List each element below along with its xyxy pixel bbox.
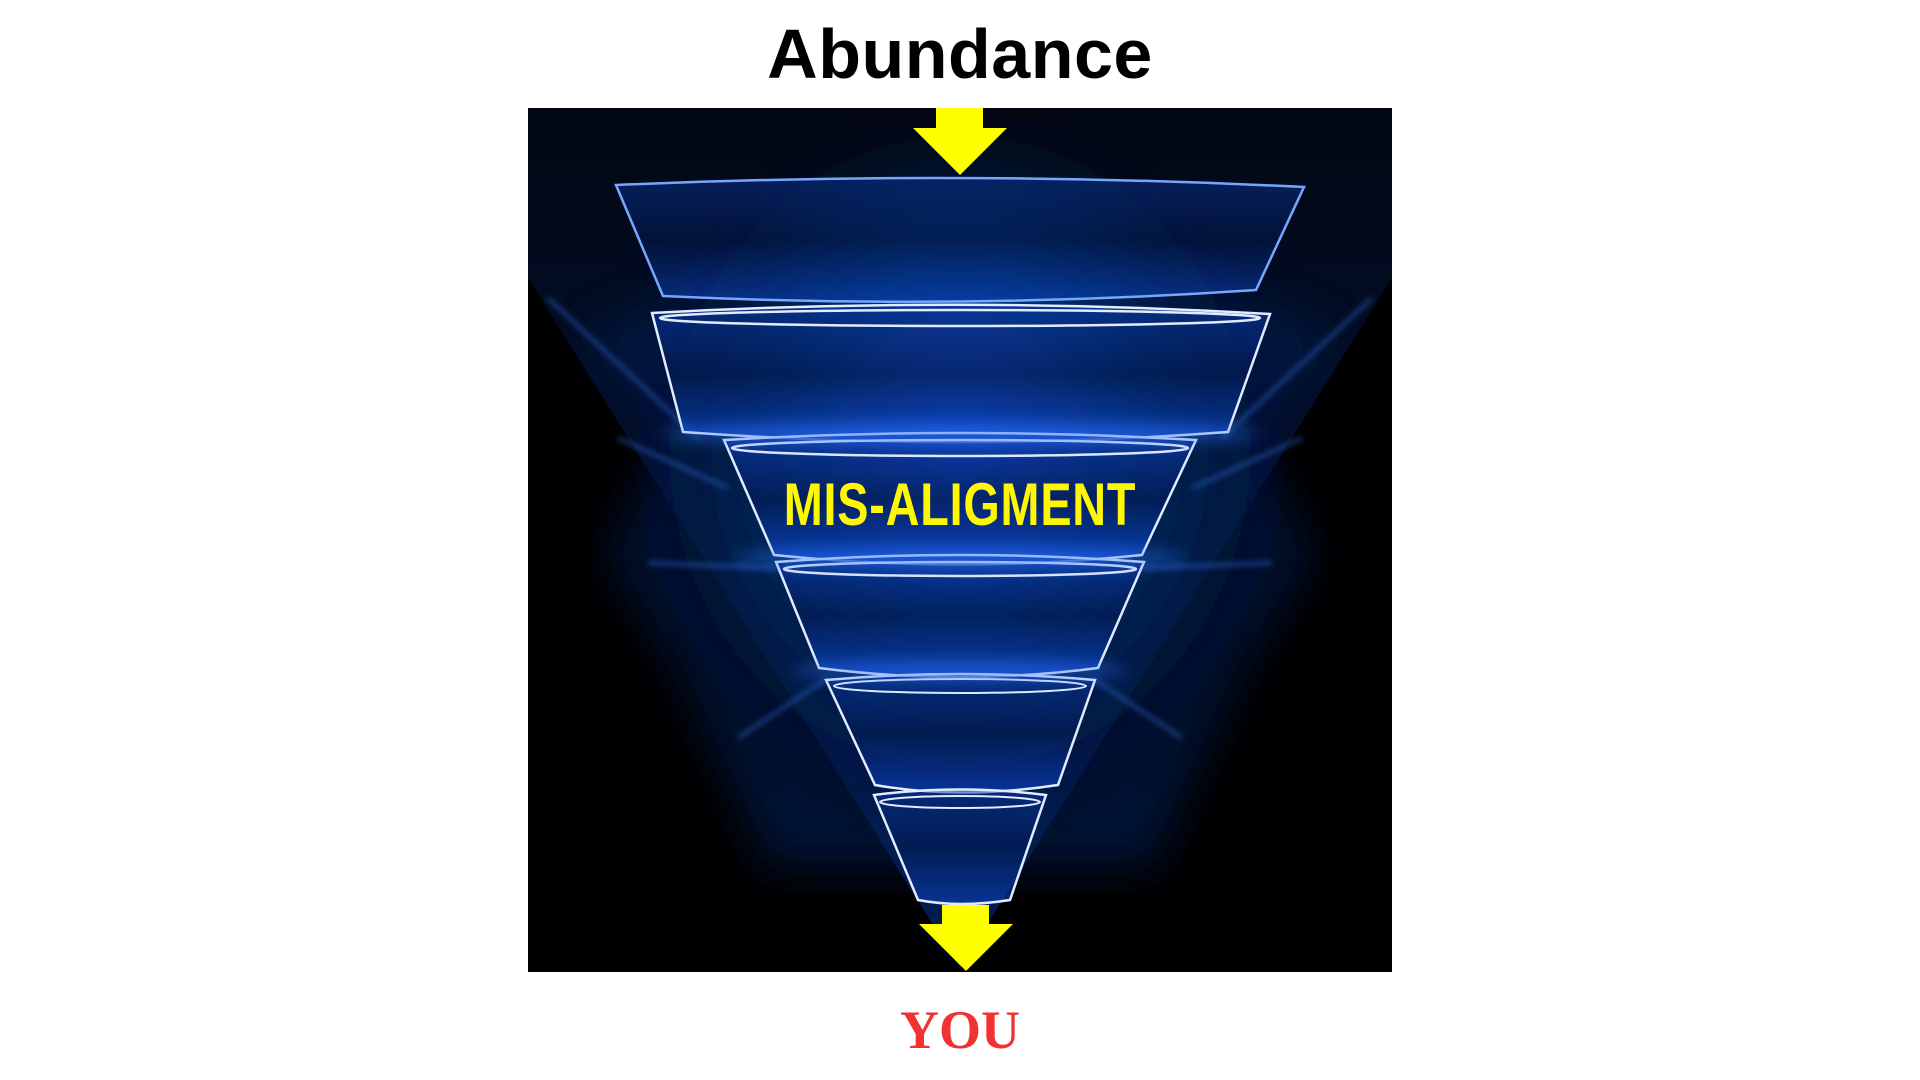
you-label: YOU (900, 1000, 1020, 1060)
funnel-panel: MIS-ALIGMENT (528, 108, 1392, 972)
misalignment-label: MIS-ALIGMENT (783, 471, 1137, 538)
abundance-title: Abundance (767, 15, 1153, 93)
top-arrow-icon (913, 108, 1007, 175)
bottom-arrow-icon (919, 905, 1013, 971)
funnel-graphic (528, 108, 1392, 972)
